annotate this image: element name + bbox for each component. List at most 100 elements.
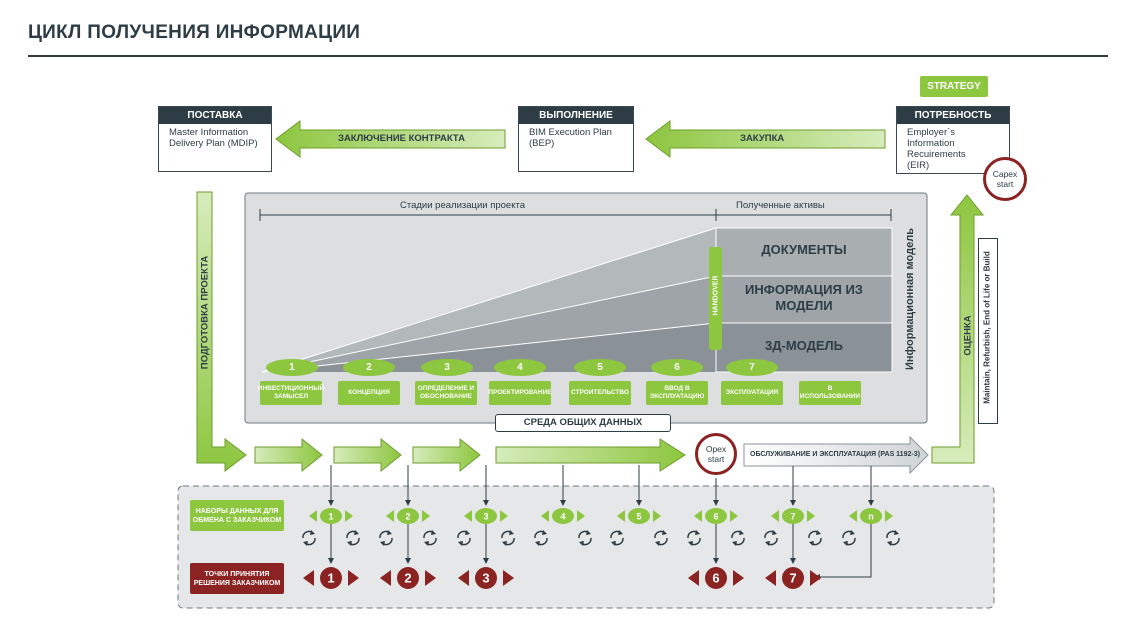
stage-4-marker: 4 xyxy=(494,359,546,376)
strategy-badge: STRATEGY xyxy=(920,76,988,97)
delivery-body: Master Information Delivery Plan (MDIP) xyxy=(169,127,258,149)
data-drop-7: 7 xyxy=(771,508,815,524)
procurement-label: ЗАКУПКА xyxy=(740,133,785,144)
refresh-icon xyxy=(379,530,393,546)
refresh-icon xyxy=(457,530,471,546)
capex-start-circle: Capex start xyxy=(983,157,1027,201)
contract-arrow xyxy=(275,120,506,158)
data-drop-1: 1 xyxy=(309,508,353,524)
handover-bar xyxy=(709,247,722,350)
stage-in-use-box: В ИСПОЛЬЗОВАНИИ xyxy=(799,381,861,405)
data-drop-5: 5 xyxy=(617,508,661,524)
decision-point-6: 6 xyxy=(688,567,744,589)
stage-3-box: ОПРЕДЕЛЕНИЕ И ОБОСНОВАНИЕ xyxy=(415,381,477,405)
data-drop-2: 2 xyxy=(386,508,430,524)
refresh-icon xyxy=(578,530,592,546)
stage-7-box: ЭКСПЛУАТАЦИЯ xyxy=(721,381,783,405)
decision-number: 1 xyxy=(327,571,334,586)
refresh-icon xyxy=(654,530,668,546)
data-drop-3: 3 xyxy=(464,508,508,524)
operation-arrow xyxy=(743,435,929,475)
need-header: ПОТРЕБНОСТЬ xyxy=(897,107,1009,124)
contract-label: ЗАКЛЮЧЕНИЕ КОНТРАКТА xyxy=(338,133,465,144)
data-drop-number: 5 xyxy=(636,512,641,522)
stage-7-label: ЭКСПЛУАТАЦИЯ xyxy=(725,389,779,396)
decision-number: 7 xyxy=(789,571,796,586)
decision-number: 6 xyxy=(712,571,719,586)
data-drop-number: 3 xyxy=(483,512,488,522)
decision-point-1: 1 xyxy=(303,567,359,589)
assets-label: Полученные активы xyxy=(736,200,825,211)
data-drop-number: 6 xyxy=(713,512,718,522)
refresh-icon xyxy=(501,530,515,546)
refresh-icon xyxy=(886,530,900,546)
side-note-box xyxy=(978,238,998,424)
data-drop-number: n xyxy=(868,512,874,522)
opex-start-circle: Opex start xyxy=(695,433,737,475)
asset-3d-model: 3Д-МОДЕЛЬ xyxy=(765,338,843,353)
refresh-icon xyxy=(731,530,745,546)
refresh-icon xyxy=(842,530,856,546)
decision-points-tag: ТОЧКИ ПРИНЯТИЯ РЕШЕНИЯ ЗАКАЗЧИКОМ xyxy=(190,563,284,594)
opex-start-label: Opex start xyxy=(705,444,727,464)
decision-points-label: ТОЧКИ ПРИНЯТИЯ РЕШЕНИЯ ЗАКАЗЧИКОМ xyxy=(193,570,281,587)
preparation-arrow xyxy=(196,191,247,473)
stage-6-marker: 6 xyxy=(651,359,703,376)
stage-6-box: ВВОД В ЭКСПЛУАТАЦИЮ xyxy=(646,381,708,405)
common-data-environment: СРЕДА ОБЩИХ ДАННЫХ xyxy=(495,414,671,432)
delivery-box: ПОСТАВКА Master Information Delivery Pla… xyxy=(158,106,272,172)
stage-2-marker: 2 xyxy=(343,359,395,376)
assessment-arrow xyxy=(931,194,985,464)
stage-1-marker: 1 xyxy=(266,359,318,376)
title-divider xyxy=(28,55,1108,57)
refresh-icon xyxy=(302,530,316,546)
data-drop-4: 4 xyxy=(541,508,585,524)
stage-3-marker: 3 xyxy=(421,359,473,376)
need-body: Employer`s Information Recuirements (EIR… xyxy=(907,127,966,171)
stages-label: Стадии реализации проекта xyxy=(400,200,526,211)
stage-6-label: ВВОД В ЭКСПЛУАТАЦИЮ xyxy=(649,385,705,400)
data-sets-label: НАБОРЫ ДАННЫХ ДЛЯ ОБМЕНА С ЗАКАЗЧИКОМ xyxy=(192,507,282,524)
decision-point-7: 7 xyxy=(765,567,821,589)
refresh-icon xyxy=(764,530,778,546)
refresh-icon xyxy=(534,530,548,546)
capex-start-label: Capex start xyxy=(992,169,1018,189)
execution-header: ВЫПОЛНЕНИЕ xyxy=(519,107,633,124)
decision-point-3: 3 xyxy=(458,567,514,589)
decision-point-2: 2 xyxy=(380,567,436,589)
refresh-icon xyxy=(610,530,624,546)
stage-4-box: ПРОЕКТИРОВАНИЕ xyxy=(488,381,552,405)
stage-5-marker: 5 xyxy=(574,359,626,376)
data-drop-n: n xyxy=(849,508,893,524)
stage-5-box: СТРОИТЕЛЬСТВО xyxy=(569,381,631,405)
stage-5-label: СТРОИТЕЛЬСТВО xyxy=(571,389,629,396)
stage-1-label: ИНВЕСТИЦИОННЫЙ ЗАМЫСЕЛ xyxy=(257,385,325,400)
data-drop-number: 2 xyxy=(405,512,410,522)
stage-7-marker: 7 xyxy=(726,359,778,376)
page-title: ЦИКЛ ПОЛУЧЕНИЯ ИНФОРМАЦИИ xyxy=(28,22,361,43)
refresh-icon xyxy=(808,530,822,546)
procurement-arrow xyxy=(645,120,886,158)
data-sets-tag: НАБОРЫ ДАННЫХ ДЛЯ ОБМЕНА С ЗАКАЗЧИКОМ xyxy=(190,500,284,531)
stage-in-use-label: В ИСПОЛЬЗОВАНИИ xyxy=(799,385,861,400)
delivery-header: ПОСТАВКА xyxy=(159,107,271,124)
stage-3-label: ОПРЕДЕЛЕНИЕ И ОБОСНОВАНИЕ xyxy=(417,385,475,400)
operation-label: ОБСЛУЖИВАНИЕ И ЭКСПЛУАТАЦИЯ (PAS 1192-3) xyxy=(750,451,920,458)
execution-box: ВЫПОЛНЕНИЕ BIM Execution Plan (BEP) xyxy=(518,106,634,172)
asset-model-information: ИНФОРМАЦИЯ ИЗ МОДЕЛИ xyxy=(745,282,863,313)
stage-2-label: КОНЦЕПЦИЯ xyxy=(348,389,390,396)
data-drop-number: 4 xyxy=(560,512,565,522)
data-drop-number: 7 xyxy=(790,512,795,522)
refresh-icon xyxy=(687,530,701,546)
stage-2-box: КОНЦЕПЦИЯ xyxy=(338,381,400,405)
decision-number: 2 xyxy=(404,571,411,586)
refresh-icon xyxy=(423,530,437,546)
execution-body: BIM Execution Plan (BEP) xyxy=(529,127,612,149)
data-drop-6: 6 xyxy=(694,508,738,524)
data-drop-number: 1 xyxy=(328,512,333,522)
stage-1-box: ИНВЕСТИЦИОННЫЙ ЗАМЫСЕЛ xyxy=(257,381,325,405)
decision-number: 3 xyxy=(482,571,489,586)
stage-4-label: ПРОЕКТИРОВАНИЕ xyxy=(488,389,552,396)
